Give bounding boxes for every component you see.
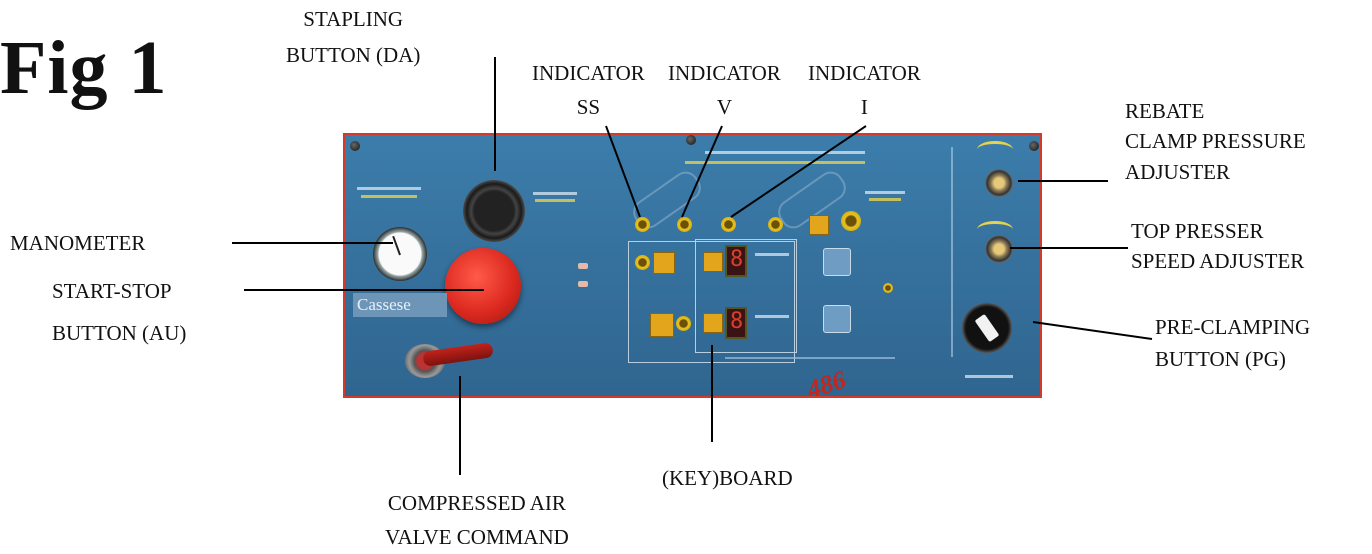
keyboard-led bbox=[635, 255, 650, 270]
side-key[interactable] bbox=[823, 305, 851, 333]
pilot-lamp bbox=[578, 281, 588, 287]
rebate-clamp-pressure-adjuster[interactable] bbox=[985, 169, 1013, 197]
label-indicator-ss: INDICATOR SS bbox=[532, 61, 645, 120]
label-top-presser-speed-adjuster: TOP PRESSER SPEED ADJUSTER bbox=[1131, 219, 1305, 274]
side-key[interactable] bbox=[823, 248, 851, 276]
top-presser-speed-adjuster[interactable] bbox=[985, 235, 1013, 263]
decal-text bbox=[533, 192, 577, 195]
indicator-v-led bbox=[677, 217, 692, 232]
pilot-lamp bbox=[578, 263, 588, 269]
label-pre-clamping-button: PRE-CLAMPING BUTTON (PG) bbox=[1155, 315, 1311, 372]
label-manometer: MANOMETER bbox=[10, 231, 146, 255]
decal-text bbox=[869, 198, 901, 201]
manometer-gauge bbox=[373, 227, 427, 281]
status-led bbox=[883, 283, 893, 293]
decal-text bbox=[965, 375, 1013, 378]
screw-icon bbox=[350, 141, 360, 151]
label-rebate-clamp-pressure-adjuster: REBATE CLAMP PRESSURE ADJUSTER bbox=[1125, 99, 1306, 184]
label-indicator-i: INDICATOR I bbox=[808, 61, 921, 120]
keyboard-led bbox=[676, 316, 691, 331]
keyboard-key[interactable] bbox=[703, 252, 723, 272]
label-stapling-button: STAPLING BUTTON (DA) bbox=[286, 7, 421, 68]
gauge-needle bbox=[392, 235, 401, 256]
decal-text bbox=[357, 187, 421, 190]
label-indicator-v: INDICATOR V bbox=[668, 61, 781, 120]
seven-segment-display bbox=[725, 245, 747, 277]
bottom-rule bbox=[725, 357, 895, 359]
function-key[interactable] bbox=[809, 215, 829, 235]
decal-text bbox=[865, 191, 905, 194]
decal-text bbox=[755, 315, 789, 318]
speed-scale-mark bbox=[977, 221, 1013, 238]
manufacturer-logo: Cassese bbox=[353, 293, 447, 317]
seven-segment-display bbox=[725, 307, 747, 339]
figure-title: Fig 1 bbox=[0, 26, 168, 110]
start-stop-button[interactable] bbox=[445, 248, 521, 324]
keyboard-key[interactable] bbox=[650, 313, 674, 337]
control-panel: Cassese 486 bbox=[343, 133, 1042, 398]
section-divider bbox=[951, 147, 953, 357]
label-keyboard: (KEY)BOARD bbox=[662, 466, 793, 490]
indicator-led bbox=[768, 217, 783, 232]
decal-text bbox=[705, 151, 865, 154]
decal-text bbox=[685, 161, 865, 164]
indicator-i-led bbox=[721, 217, 736, 232]
screw-icon bbox=[686, 135, 696, 145]
label-compressed-air-valve-command: COMPRESSED AIR VALVE COMMAND bbox=[385, 491, 569, 550]
label-start-stop-button: START-STOP BUTTON (AU) bbox=[52, 279, 187, 346]
stapling-button[interactable] bbox=[463, 180, 525, 242]
keyboard-key[interactable] bbox=[703, 313, 723, 333]
indicator-ss-led bbox=[635, 217, 650, 232]
keyboard-key[interactable] bbox=[653, 252, 675, 274]
decal-text bbox=[535, 199, 575, 202]
decal-text bbox=[361, 195, 417, 198]
model-mark: 486 bbox=[803, 364, 850, 398]
pressure-scale-mark bbox=[977, 141, 1013, 158]
display-panel bbox=[695, 239, 797, 353]
decal-text bbox=[755, 253, 789, 256]
leader-pre-clamping bbox=[1032, 321, 1153, 340]
function-led bbox=[841, 211, 861, 231]
screw-icon bbox=[1029, 141, 1039, 151]
